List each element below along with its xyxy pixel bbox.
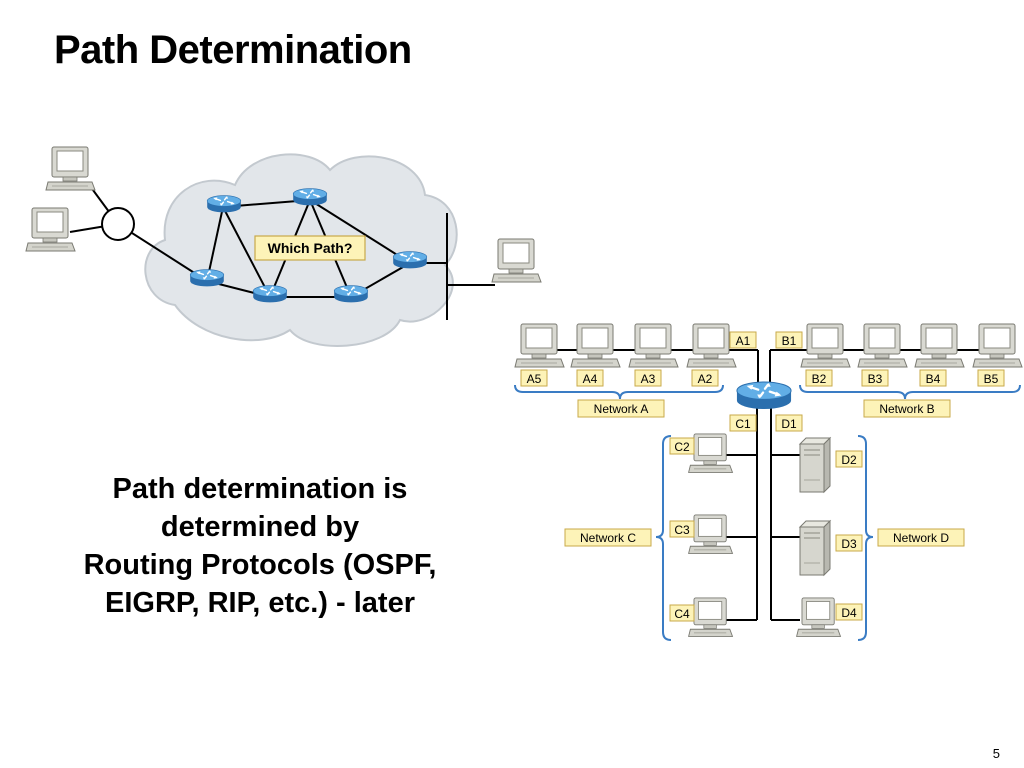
host-label: B3 (861, 369, 889, 387)
computer-icon[interactable] (491, 238, 542, 283)
svg-text:Network D: Network D (893, 531, 949, 545)
computer-icon[interactable] (914, 323, 965, 368)
computer-icon[interactable] (972, 323, 1023, 368)
computer-icon[interactable] (796, 597, 841, 637)
page-title: Path Determination (54, 28, 412, 72)
router-icon[interactable] (252, 284, 288, 304)
computer-icon[interactable] (686, 323, 737, 368)
svg-text:B4: B4 (926, 372, 941, 386)
host-label: B2 (805, 369, 833, 387)
body-line: EIGRP, RIP, etc.) - later (105, 587, 415, 619)
computer-icon[interactable] (688, 433, 733, 473)
svg-text:C4: C4 (674, 607, 690, 621)
central-router-icon[interactable] (735, 380, 793, 411)
body-line: Routing Protocols (OSPF, (83, 549, 437, 581)
which-path-label: Which Path? (268, 240, 353, 256)
svg-text:C3: C3 (674, 523, 690, 537)
router-icon[interactable] (392, 250, 428, 270)
computer-icon[interactable] (628, 323, 679, 368)
svg-text:B3: B3 (868, 372, 883, 386)
which-path-callout: Which Path? (254, 235, 366, 261)
computer-icon[interactable] (25, 207, 76, 252)
svg-text:A4: A4 (583, 372, 598, 386)
port-label-a1: A1 (729, 331, 757, 349)
computer-icon[interactable] (514, 323, 565, 368)
port-label-b1: B1 (775, 331, 803, 349)
computer-icon[interactable] (688, 514, 733, 554)
server-icon[interactable] (799, 520, 831, 576)
computer-icon[interactable] (45, 146, 96, 191)
svg-text:B1: B1 (782, 334, 797, 348)
svg-text:D1: D1 (781, 417, 797, 431)
host-label: C4 (669, 604, 695, 622)
svg-text:Network C: Network C (580, 531, 636, 545)
computer-icon[interactable] (857, 323, 908, 368)
body-line: Path determination is (112, 473, 408, 505)
svg-text:B2: B2 (812, 372, 827, 386)
svg-text:C1: C1 (735, 417, 751, 431)
router-icon[interactable] (333, 284, 369, 304)
host-label: A3 (634, 369, 662, 387)
svg-text:Network A: Network A (594, 402, 649, 416)
computer-icon[interactable] (688, 597, 733, 637)
hub-circle (101, 207, 135, 241)
network-b-label: Network B (863, 399, 951, 418)
network-c-label: Network C (564, 528, 652, 547)
page-number: 5 (992, 746, 1000, 761)
host-label: A5 (520, 369, 548, 387)
host-label: D2 (835, 450, 863, 468)
host-label: A4 (576, 369, 604, 387)
router-icon[interactable] (189, 268, 225, 288)
cloud-network-diagram: Which Path? (25, 146, 542, 347)
network-d-label: Network D (877, 528, 965, 547)
svg-text:D2: D2 (841, 453, 857, 467)
body-line: determined by (160, 511, 360, 543)
svg-text:A5: A5 (527, 372, 542, 386)
svg-text:D4: D4 (841, 606, 857, 620)
network-brackets (514, 384, 1021, 641)
host-label: C3 (669, 520, 695, 538)
computer-icon[interactable] (570, 323, 621, 368)
host-label: D3 (835, 534, 863, 552)
svg-text:A2: A2 (698, 372, 713, 386)
svg-text:B5: B5 (984, 372, 999, 386)
host-label: D4 (835, 603, 863, 621)
body-text: Path determination is determined by Rout… (40, 470, 480, 622)
host-label: C2 (669, 437, 695, 455)
computer-icon[interactable] (800, 323, 851, 368)
svg-text:A1: A1 (736, 334, 751, 348)
svg-text:C2: C2 (674, 440, 690, 454)
host-label: B4 (919, 369, 947, 387)
server-icon[interactable] (799, 437, 831, 493)
router-icon[interactable] (206, 194, 242, 214)
router-network-diagram: A1 B1 C1 D1 A5 A4 A3 A2 B2 B3 B4 B5 C2 C… (514, 323, 1023, 641)
host-label: B5 (977, 369, 1005, 387)
svg-text:Network B: Network B (879, 402, 934, 416)
router-icon[interactable] (292, 187, 328, 207)
svg-text:D3: D3 (841, 537, 857, 551)
port-label-d1: D1 (775, 414, 803, 432)
svg-text:A3: A3 (641, 372, 656, 386)
port-label-c1: C1 (729, 414, 757, 432)
network-a-label: Network A (577, 399, 665, 418)
host-label: A2 (691, 369, 719, 387)
